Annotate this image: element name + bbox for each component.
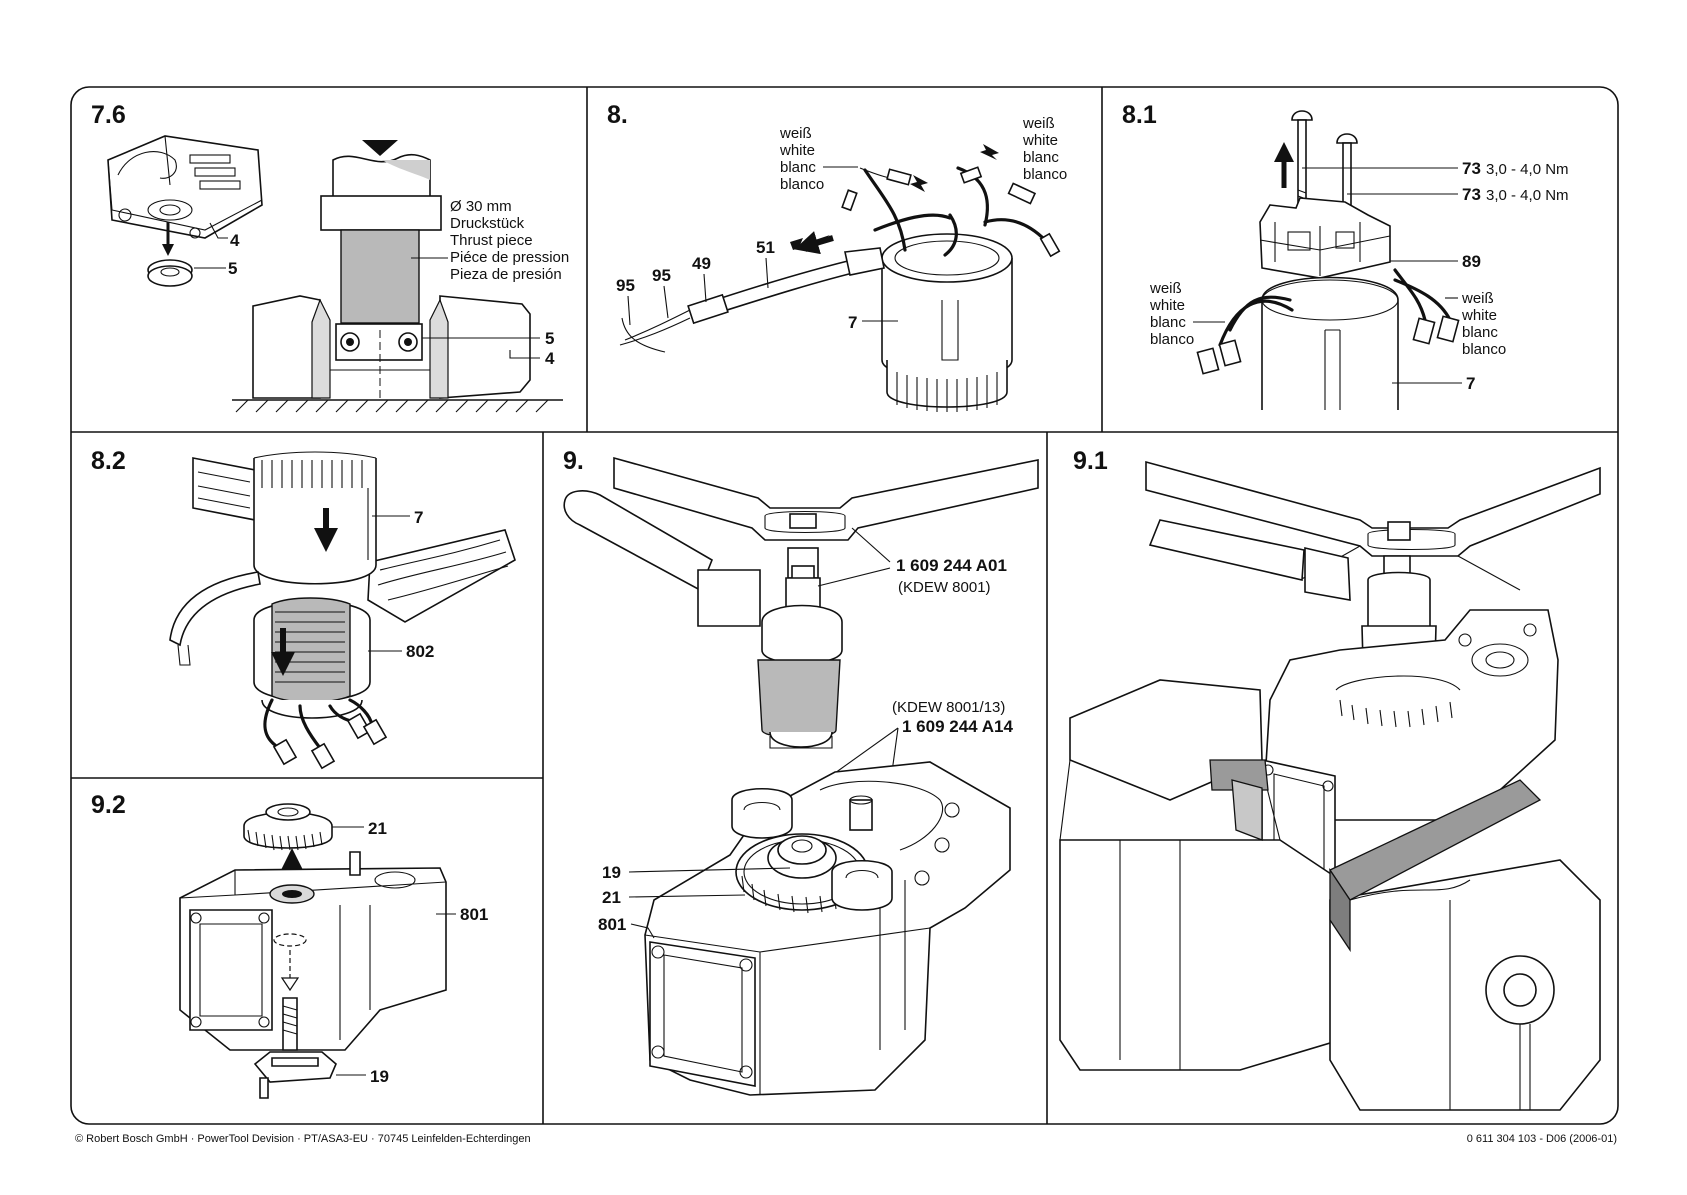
callout-51: 51 (756, 238, 775, 257)
gear-housing (179, 851, 447, 1051)
thrust-piece (340, 229, 420, 324)
wire-right-label-0: weiß (1461, 290, 1494, 307)
panel-7-6: 7.6 4 5 (91, 101, 569, 413)
wire-right-label-2: blanc (1023, 149, 1059, 166)
wire-left-label-1: white (1149, 297, 1185, 314)
wire-left-label-2: blanc (1150, 314, 1186, 331)
panel-title: 8.2 (91, 447, 126, 475)
panel-frame (70, 86, 1619, 1125)
support-ring-left (731, 787, 793, 839)
bevel-gear (243, 803, 333, 851)
callout-7: 7 (1466, 374, 1475, 393)
slide-arrow-icon (980, 144, 999, 160)
wire-left-label-3: blanco (1150, 331, 1194, 348)
panel-9-1: 9.1 (1059, 447, 1601, 1111)
wire-left-label-0: weiß (779, 125, 812, 142)
wire-right-label-1: white (1022, 132, 1058, 149)
callout-4: 4 (230, 231, 240, 250)
callout-89: 89 (1462, 252, 1481, 271)
callout-5: 5 (228, 259, 237, 278)
footer-copyright: © Robert Bosch GmbH · PowerTool Devision… (75, 1133, 531, 1145)
wire-left-label-0: weiß (1149, 280, 1182, 297)
wire-right-label-2: blanc (1462, 324, 1498, 341)
support-ring-right (831, 859, 893, 911)
power-cable (619, 247, 885, 353)
wire-right-label-1: white (1461, 307, 1497, 324)
pinion-shaft (253, 997, 337, 1099)
tool-code-8001-13: (KDEW 8001/13) (892, 699, 1005, 716)
panel-9: 9. 1 609 244 A01 (KDEW 8001) (KDEW 8001/… (563, 447, 1039, 1096)
gear-housing (644, 761, 1011, 1096)
footer-document-number: 0 611 304 103 - D06 (2006-01) (1466, 1133, 1617, 1145)
socket-wrench (563, 490, 843, 749)
callout-95-b: 95 (652, 266, 671, 285)
pin-spanner (1145, 460, 1601, 591)
panel-title: 7.6 (91, 101, 126, 129)
panel-8-1: 8.1 73 3,0 (1122, 101, 1569, 410)
tool-number-a01: 1 609 244 A01 (896, 556, 1007, 575)
callout-802: 802 (406, 642, 434, 661)
callout-801: 801 (598, 915, 626, 934)
callout-21: 21 (368, 819, 387, 838)
callout-5-bearing: 5 (545, 329, 554, 348)
wire-left-label-2: blanc (780, 159, 816, 176)
panel-9-2: 9.2 21 801 (91, 791, 488, 1099)
wire-right-label-3: blanco (1462, 341, 1506, 358)
callout-73: 73 (1462, 159, 1481, 178)
torque-value: 3,0 - 4,0 Nm (1486, 161, 1569, 178)
panel-8: 8. weiß white blanc blanco weiß white bl… (607, 101, 1067, 412)
panel-title: 8. (607, 101, 628, 129)
wire-left-label-3: blanco (780, 176, 824, 193)
wire-left-label-1: white (779, 142, 815, 159)
panel-title: 9.1 (1073, 447, 1108, 475)
thrust-piece-label-3: Piéce de pression (450, 249, 569, 266)
callout-4-housing: 4 (545, 349, 555, 368)
ball-bearing (147, 259, 193, 287)
callout-7: 7 (848, 313, 857, 332)
motor-housing (1261, 276, 1399, 410)
panel-title: 8.1 (1122, 101, 1157, 129)
panel-title: 9.2 (91, 791, 126, 819)
thrust-piece-label-0: Ø 30 mm (450, 198, 512, 215)
callout-19: 19 (602, 863, 621, 882)
torque-value: 3,0 - 4,0 Nm (1486, 187, 1569, 204)
slide-arrow-icon (910, 175, 928, 192)
thrust-piece-label-4: Pieza de presión (450, 266, 562, 283)
callout-49: 49 (692, 254, 711, 273)
callout-19: 19 (370, 1067, 389, 1086)
gear-head-illustration (107, 135, 263, 239)
press-arrow-icon (362, 140, 398, 156)
cable (169, 571, 261, 647)
wire-right-label-0: weiß (1022, 115, 1055, 132)
panel-title: 9. (563, 447, 584, 475)
bench-vise (1059, 679, 1601, 1111)
callout-7: 7 (414, 508, 423, 527)
housing-section (252, 295, 531, 399)
motor-housing (881, 233, 1013, 412)
tool-code-8001: (KDEW 8001) (898, 579, 991, 596)
callout-801: 801 (460, 905, 488, 924)
workbench (192, 457, 516, 623)
tool-number-a14: 1 609 244 A14 (902, 717, 1013, 736)
callout-95: 95 (616, 276, 635, 295)
wire-right-label-3: blanco (1023, 166, 1067, 183)
callout-73-b: 73 (1462, 185, 1481, 204)
panel-8-2: 8.2 7 802 (91, 447, 516, 770)
pin-spanner (613, 456, 1039, 541)
press-ram (320, 153, 442, 324)
thrust-piece-label-1: Druckstück (450, 215, 525, 232)
motor-housing (253, 451, 377, 585)
callout-21: 21 (602, 888, 621, 907)
brush-holder (1259, 197, 1391, 279)
thrust-piece-label-2: Thrust piece (450, 232, 533, 249)
